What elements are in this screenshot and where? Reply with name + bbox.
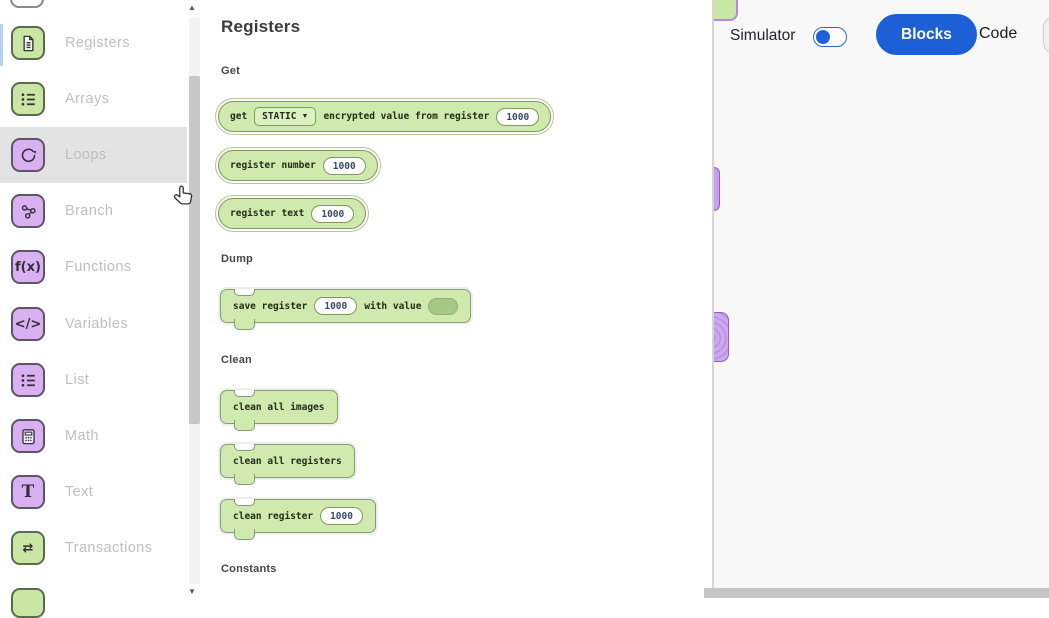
register-number-field[interactable]: 1000: [320, 507, 363, 525]
block-clean-all-images[interactable]: clean all images: [220, 389, 338, 431]
chevron-down-icon: ▼: [301, 113, 309, 120]
branch-icon: [11, 194, 45, 228]
partial-block-purple[interactable]: [714, 167, 720, 211]
scroll-down-icon[interactable]: ▼: [188, 587, 196, 596]
sidebar-item-label: Arrays: [65, 91, 110, 107]
section-label-clean: Clean: [221, 354, 252, 366]
sidebar-item-list[interactable]: List: [0, 352, 187, 408]
empty-value-socket[interactable]: [428, 297, 459, 315]
register-number-field[interactable]: 1000: [311, 204, 355, 223]
text-glyph: T: [21, 482, 35, 502]
sidebar-item-label: Text: [65, 484, 94, 500]
sidebar-item-functions[interactable]: f(x) Functions: [0, 239, 187, 295]
code-icon: </>: [11, 307, 45, 341]
section-label-constants: Constants: [221, 563, 277, 575]
block-clean-register[interactable]: clean register 1000: [220, 498, 376, 540]
block-text: get: [230, 111, 248, 122]
loop-icon: [11, 138, 45, 172]
partial-block-green[interactable]: [714, 0, 738, 21]
register-number-field[interactable]: 1000: [322, 156, 366, 175]
sidebar-scrollbar-thumb[interactable]: [189, 76, 200, 424]
block-text: register text: [230, 208, 305, 219]
block-text: clean register: [233, 510, 314, 522]
block-register-text[interactable]: register text 1000: [218, 198, 367, 229]
block-text: save register: [233, 300, 308, 312]
sidebar-item-label: Variables: [65, 316, 128, 332]
simulator-toggle[interactable]: [813, 27, 847, 47]
block-save-register[interactable]: save register 1000 with value: [220, 288, 472, 330]
swap-glyph: ⇄: [22, 540, 34, 556]
code-tab-button[interactable]: Code: [979, 25, 1018, 42]
list-icon: [11, 82, 45, 116]
register-number-field[interactable]: 1000: [314, 297, 358, 315]
partial-category-icon-bottom: [11, 588, 45, 618]
block-text: clean all registers: [233, 455, 342, 467]
calculator-icon: [11, 419, 45, 453]
sidebar-item-label: Branch: [65, 203, 114, 219]
flyout-title: Registers: [221, 17, 301, 36]
simulator-label: Simulator: [730, 27, 796, 44]
swap-arrows-icon: ⇄: [11, 531, 45, 565]
sidebar-item-variables[interactable]: </> Variables: [0, 296, 187, 352]
sidebar-item-label: List: [65, 372, 90, 388]
active-category-indicator: [0, 24, 3, 66]
scroll-up-icon[interactable]: ▲: [188, 3, 196, 12]
list-icon: [11, 363, 45, 397]
partial-button-right-edge[interactable]: [1043, 17, 1049, 53]
type-dropdown[interactable]: STATIC ▼: [254, 107, 317, 126]
dropdown-value: STATIC: [262, 111, 297, 122]
block-flyout-panel: Registers Get get STATIC ▼ encrypted val…: [201, 0, 713, 598]
partial-block-purple-ring[interactable]: [714, 312, 729, 362]
sidebar-item-label: Registers: [65, 35, 130, 51]
sidebar-item-registers[interactable]: Registers: [0, 15, 187, 71]
category-sidebar: Registers Arrays Loops Branch f(x) Funct…: [0, 0, 201, 618]
horizontal-scrollbar[interactable]: [704, 588, 1049, 598]
document-icon: [11, 26, 45, 60]
text-icon: T: [11, 475, 45, 509]
sidebar-item-branch[interactable]: Branch: [0, 183, 187, 239]
sidebar-item-text[interactable]: T Text: [0, 464, 187, 520]
partial-category-icon-top: [10, 0, 44, 8]
block-register-number[interactable]: register number 1000: [218, 150, 378, 181]
register-number-field[interactable]: 1000: [496, 107, 540, 126]
block-text: register number: [230, 160, 316, 171]
function-glyph: f(x): [15, 259, 41, 275]
sidebar-item-label: Math: [65, 428, 99, 444]
block-clean-all-registers[interactable]: clean all registers: [220, 443, 355, 485]
sidebar-item-label: Transactions: [65, 540, 153, 556]
block-text: encrypted value from register: [323, 111, 490, 122]
code-glyph: </>: [14, 316, 42, 332]
sidebar-item-label: Loops: [65, 147, 107, 163]
block-text: with value: [364, 300, 422, 312]
sidebar-item-loops[interactable]: Loops: [0, 127, 187, 183]
sidebar-item-arrays[interactable]: Arrays: [0, 71, 187, 127]
sidebar-item-math[interactable]: Math: [0, 408, 187, 464]
blocks-tab-button[interactable]: Blocks: [876, 14, 977, 55]
toggle-knob: [816, 29, 830, 44]
sidebar-item-transactions[interactable]: ⇄ Transactions: [0, 520, 187, 576]
section-label-get: Get: [221, 65, 240, 77]
block-get-encrypted-value[interactable]: get STATIC ▼ encrypted value from regist…: [218, 101, 552, 132]
function-icon: f(x): [11, 250, 45, 284]
sidebar-item-label: Functions: [65, 259, 132, 275]
block-text: clean all images: [233, 401, 325, 413]
blockly-workspace[interactable]: Simulator Blocks Code: [704, 0, 1049, 598]
section-label-dump: Dump: [221, 253, 253, 265]
